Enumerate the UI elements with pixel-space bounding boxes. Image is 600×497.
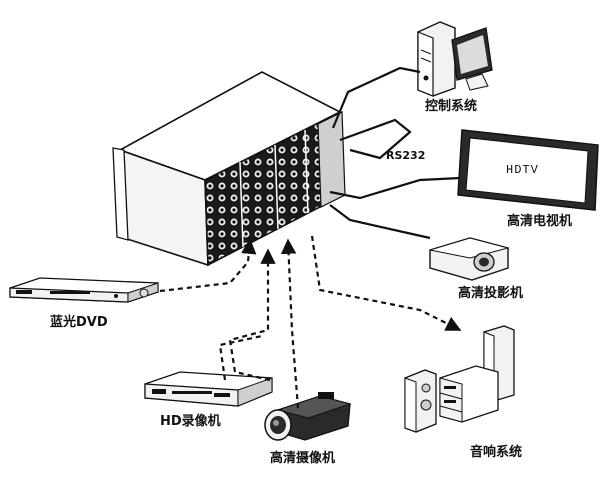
audio-output-line <box>310 235 462 331</box>
hd-recorder-label: HD录像机 <box>160 414 221 429</box>
rs232-label: RS232 <box>386 149 426 162</box>
rs232-cable-upper <box>331 66 421 129</box>
projector <box>429 237 510 281</box>
dvd-input-line <box>159 238 257 293</box>
matrix-switcher <box>112 71 346 267</box>
bluray-player <box>9 277 159 303</box>
hd-camera <box>264 392 352 441</box>
bluray-dvd-label: 蓝光DVD <box>50 315 108 330</box>
projector-cable <box>329 204 431 240</box>
hd-tv-label: 高清电视机 <box>507 214 573 229</box>
recorder-input-line <box>218 334 263 381</box>
hd-recorder <box>144 371 273 407</box>
recorder-output-line <box>228 248 276 382</box>
audio-system <box>404 325 515 433</box>
camera-input-line <box>280 238 300 409</box>
audio-system-label: 音响系统 <box>470 445 523 460</box>
connections <box>159 66 462 409</box>
hdtv-cable <box>329 176 461 200</box>
control-pc <box>417 21 493 97</box>
hd-camera-label: 高清摄像机 <box>270 451 336 466</box>
rs232-cable-lower <box>339 118 412 160</box>
projector-label: 高清投影机 <box>458 286 524 301</box>
control-system-label: 控制系统 <box>425 99 478 114</box>
hdtv-set <box>457 129 599 211</box>
hdtv-screen-label: HDTV <box>506 163 539 177</box>
